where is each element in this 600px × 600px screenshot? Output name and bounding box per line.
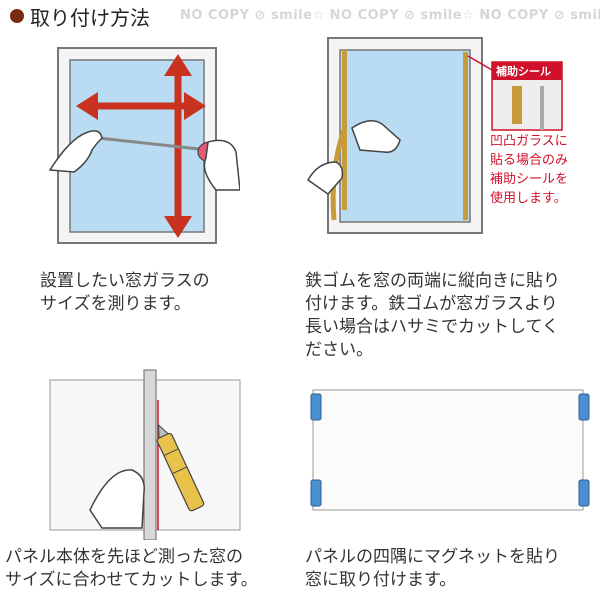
step2-line: 付けます。鉄ゴムが窓ガラスより <box>305 294 558 314</box>
step2-illustration: 補助シール <box>300 30 590 240</box>
bullet-dot-icon <box>10 9 24 23</box>
step2-note-line: 補助シールを <box>490 172 569 187</box>
callout-label: 補助シール <box>496 65 551 78</box>
step4-line: パネルの四隅にマグネットを貼り <box>305 547 560 567</box>
step2-note-line: 貼る場合のみ <box>490 153 569 168</box>
step2-caption: 鉄ゴムを窓の両端に縦向きに貼り 付けます。鉄ゴムが窓ガラスより 長い場合はハサミ… <box>305 270 560 362</box>
step2-line: 長い場合はハサミでカットしてく <box>305 317 559 337</box>
step2-note-line: 使用します。 <box>490 191 567 206</box>
step3-caption: パネル本体を先ほど測った窓の サイズに合わせてカットします。 <box>5 546 258 592</box>
step4-caption: パネルの四隅にマグネットを貼り 窓に取り付けます。 <box>305 546 560 592</box>
step2-note-line: 凹凸ガラスに <box>490 134 568 149</box>
step3-line: パネル本体を先ほど測った窓の <box>5 547 243 567</box>
step2-note: 凹凸ガラスに 貼る場合のみ 補助シールを 使用します。 <box>490 132 568 208</box>
step1-illustration <box>40 40 240 250</box>
step4-illustration <box>305 380 595 520</box>
watermark: NO COPY ⊘ smile☆ NO COPY ⊘ smile☆ NO COP… <box>180 8 600 23</box>
step3-line: サイズに合わせてカットします。 <box>5 570 258 590</box>
step3-illustration <box>20 360 250 540</box>
step2-line: ださい。 <box>305 340 373 360</box>
section-title: 取り付け方法 <box>10 2 150 30</box>
step1-line: サイズを測ります。 <box>40 294 191 314</box>
section-title-text: 取り付け方法 <box>30 5 150 30</box>
step2-line: 鉄ゴムを窓の両端に縦向きに貼り <box>305 271 560 291</box>
step1-line: 設置したい窓ガラスの <box>40 271 210 291</box>
step1-caption: 設置したい窓ガラスの サイズを測ります。 <box>40 270 210 316</box>
step4-line: 窓に取り付けます。 <box>305 570 457 590</box>
